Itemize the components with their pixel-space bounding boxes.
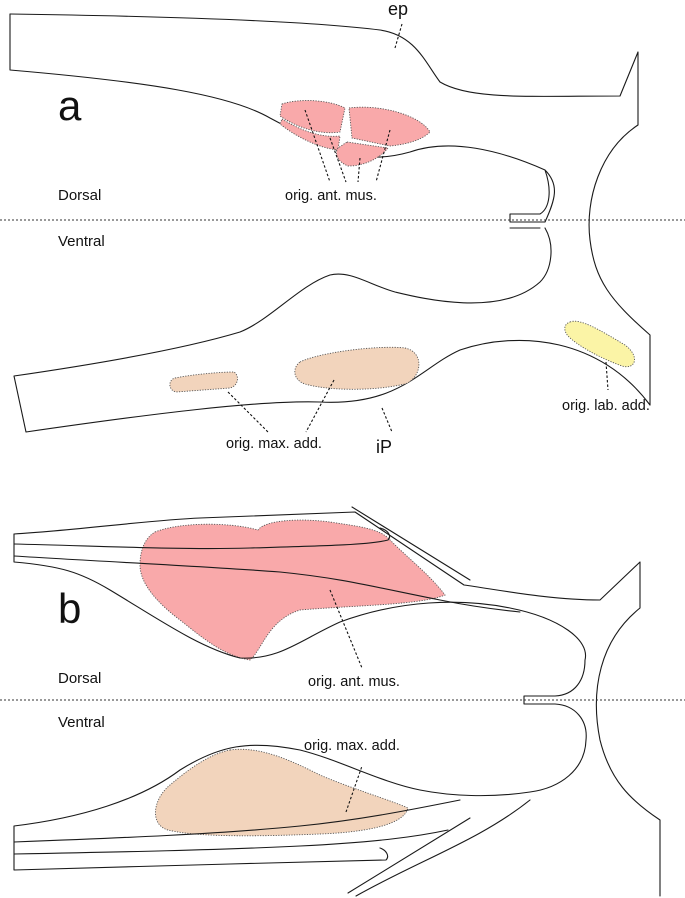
label-orig-max-add-a: orig. max. add. [226, 436, 322, 452]
leader-ant-mus-3 [357, 157, 361, 183]
panel-a-letter: a [58, 82, 82, 129]
label-ep: ep [388, 0, 408, 19]
leader-b-ant-mus [329, 589, 363, 669]
ant-mus-patch-1 [279, 100, 346, 134]
leader-ant-mus-2 [329, 137, 347, 183]
label-ip: iP [376, 437, 392, 457]
panel-b-ventral-label: Ventral [58, 714, 105, 731]
panel-a-ventral-label: Ventral [58, 233, 105, 250]
panel-a-lab-add [564, 320, 635, 368]
label-orig-ant-mus-b: orig. ant. mus. [308, 674, 400, 690]
label-orig-max-add-b: orig. max. add. [304, 738, 400, 754]
panel-b-ventral-outline [13, 703, 587, 871]
leader-ant-mus-1 [304, 109, 331, 183]
panel-a-ant-mus-origins [279, 100, 431, 167]
ant-mus-patch-3 [348, 106, 431, 147]
panel-b-dorsal-top [13, 511, 661, 897]
ant-mus-patch-4 [336, 141, 389, 167]
panel-a-ventral-outline [13, 227, 651, 433]
panel-b-dorsal-outline [13, 533, 587, 705]
leader-max-add-1 [227, 391, 269, 433]
leader-max-add-2 [305, 379, 335, 433]
label-orig-lab-add: orig. lab. add. [562, 398, 650, 414]
panel-b-dorsal-fold-3 [351, 506, 471, 581]
panel-b-ant-mus [139, 519, 446, 661]
panel-a-dorsal-label: Dorsal [58, 187, 101, 204]
panel-b-ventral-fold-3 [347, 817, 471, 894]
leader-ip [381, 407, 393, 433]
panel-b-dorsal-fold-1 [13, 527, 391, 550]
panel-b-dorsal-fold-2 [13, 555, 521, 613]
panel-b-letter: b [58, 585, 81, 632]
label-orig-ant-mus-a: orig. ant. mus. [285, 188, 377, 204]
leader-b-max-add [345, 765, 363, 813]
panel-b-dorsal-label: Dorsal [58, 670, 101, 687]
panel-b: b Dorsal Ventral orig. ant. mus. orig. m… [13, 506, 661, 897]
panel-b-ventral-fold-4 [355, 799, 531, 897]
panel-b-ventral-fold-2 [13, 829, 449, 855]
panel-b-max-add [155, 748, 409, 837]
panel-a-max-add-small [169, 371, 238, 393]
leader-lab-add [605, 361, 609, 391]
panel-b-ventral-fold-1 [13, 799, 461, 843]
panel-a-dorsal-top-edge [9, 13, 651, 406]
panel-a-max-add-large [294, 346, 420, 390]
panel-a: a Dorsal Ventral ep orig. ant. mus. orig… [9, 0, 651, 457]
